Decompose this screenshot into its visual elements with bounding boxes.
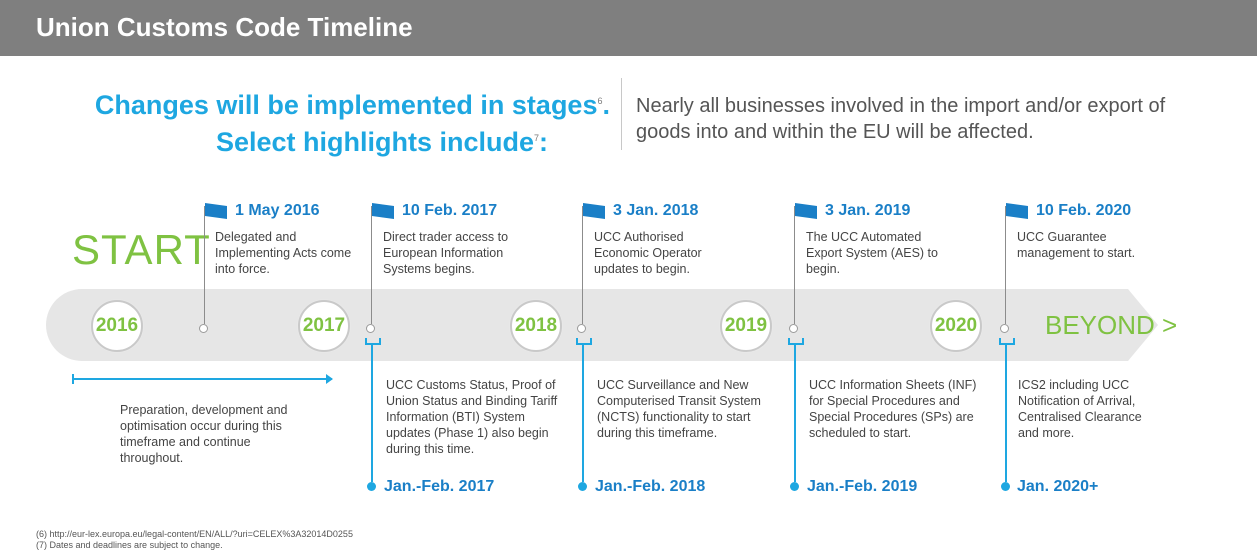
milestone-description: UCC Information Sheets (INF) for Special… xyxy=(809,378,977,440)
preparation-note: Preparation, development and optimisatio… xyxy=(120,403,288,465)
milestone-description: ICS2 including UCC Notification of Arriv… xyxy=(1018,378,1142,440)
blue-dot-icon xyxy=(367,482,376,491)
hollow-dot-icon xyxy=(366,324,375,333)
connector-line xyxy=(582,206,583,324)
hollow-dot-icon xyxy=(1000,324,1009,333)
hollow-dot-icon xyxy=(789,324,798,333)
milestone-date: Jan.-Feb. 2018 xyxy=(595,478,706,495)
connector-line xyxy=(794,206,795,324)
bracket-marker xyxy=(365,338,381,345)
bracket-marker xyxy=(788,338,804,345)
intro-description: Nearly all businesses involved in the im… xyxy=(636,95,1166,143)
blue-dot-icon xyxy=(578,482,587,491)
connector-line xyxy=(371,344,373,482)
connector-line xyxy=(371,206,372,324)
footnote-7: (7) Dates and deadlines are subject to c… xyxy=(36,540,223,550)
footnote-6: (6) http://eur-lex.europa.eu/legal-conte… xyxy=(36,529,353,539)
milestone-description: UCC Customs Status, Proof of Union Statu… xyxy=(386,378,558,456)
blue-dot-icon xyxy=(790,482,799,491)
event-date: 10 Feb. 2020 xyxy=(1006,202,1131,220)
flag-icon xyxy=(1006,203,1028,219)
beyond-label: BEYOND > xyxy=(1045,310,1178,340)
event-description: Direct trader access to European Informa… xyxy=(383,230,509,276)
year-circle-2016: 2016 xyxy=(91,300,143,352)
event-date: 10 Feb. 2017 xyxy=(372,202,497,220)
year-circle-2020: 2020 xyxy=(930,300,982,352)
intro-line-2-end: : xyxy=(539,127,548,157)
hollow-dot-icon xyxy=(577,324,586,333)
year-circle-2017: 2017 xyxy=(298,300,350,352)
event-date-label: 3 Jan. 2019 xyxy=(825,202,911,219)
flag-icon xyxy=(205,203,227,219)
intro-headline: Changes will be implemented in stages6. … xyxy=(40,85,610,159)
event-description: UCC Guarantee management to start. xyxy=(1017,230,1136,260)
connector-line xyxy=(1005,206,1006,324)
milestone-date: Jan.-Feb. 2017 xyxy=(384,478,495,495)
intro-line-2: Select highlights include xyxy=(215,127,534,157)
connector-line xyxy=(1005,344,1007,482)
event-date: 3 Jan. 2018 xyxy=(583,202,698,220)
event-description: UCC Authorised Economic Operator updates… xyxy=(594,230,702,276)
flag-icon xyxy=(372,203,394,219)
year-circle-2019: 2019 xyxy=(720,300,772,352)
event-description: Delegated and Implementing Acts come int… xyxy=(215,230,352,276)
year-circle-2018: 2018 xyxy=(510,300,562,352)
milestone-description: UCC Surveillance and New Computerised Tr… xyxy=(597,378,761,440)
milestone-date: Jan.-Feb. 2019 xyxy=(807,478,918,495)
page-title: Union Customs Code Timeline xyxy=(36,12,413,42)
flag-icon xyxy=(795,203,817,219)
intro-divider xyxy=(621,78,622,150)
timeline-band xyxy=(46,289,1158,361)
intro-line-1-end: . xyxy=(602,90,610,120)
content-panel xyxy=(36,64,1226,507)
start-label: START xyxy=(72,226,211,273)
footnote-ref-7: 7 xyxy=(533,133,539,143)
connector-line xyxy=(204,206,205,324)
footnote-ref-6: 6 xyxy=(597,96,603,106)
bracket-marker xyxy=(999,338,1015,345)
connector-line xyxy=(582,344,584,482)
event-description: The UCC Automated Export System (AES) to… xyxy=(806,230,938,276)
event-date-label: 1 May 2016 xyxy=(235,202,320,219)
event-date-label: 10 Feb. 2020 xyxy=(1036,202,1132,219)
blue-dot-icon xyxy=(1001,482,1010,491)
arrow-icon xyxy=(72,374,333,384)
bracket-marker xyxy=(576,338,592,345)
event-date: 3 Jan. 2019 xyxy=(795,202,910,220)
footnotes: (6) http://eur-lex.europa.eu/legal-conte… xyxy=(36,529,353,551)
event-date-label: 10 Feb. 2017 xyxy=(402,202,498,219)
header-bar: Union Customs Code Timeline xyxy=(0,0,1257,56)
connector-line xyxy=(794,344,796,482)
milestone-date: Jan. 2020+ xyxy=(1017,478,1099,495)
hollow-dot-icon xyxy=(199,324,208,333)
intro-line-1: Changes will be implemented in stages xyxy=(94,90,598,120)
event-date-label: 3 Jan. 2018 xyxy=(613,202,699,219)
flag-icon xyxy=(583,203,605,219)
event-date: 1 May 2016 xyxy=(205,202,320,220)
